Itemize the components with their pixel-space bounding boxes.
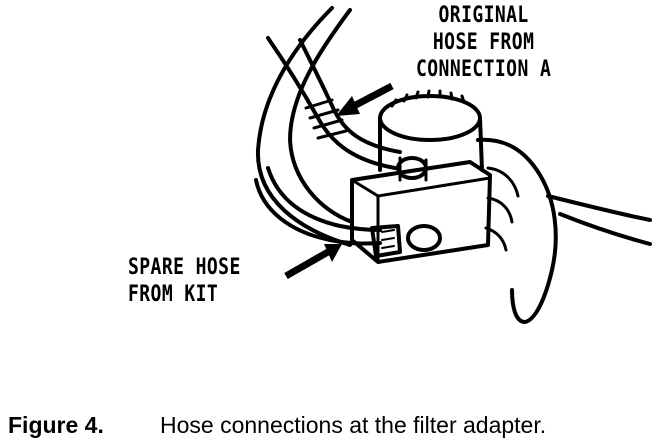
spare-hose-arrow: [284, 244, 342, 280]
caption-text: Hose connections at the filter adapter.: [160, 412, 547, 438]
callout-line-1: SPARE HOSE: [128, 255, 241, 280]
spare-hose-callout: SPARE HOSE FROM KIT: [128, 254, 241, 308]
figure-caption: Figure 4. Hose connections at the filter …: [8, 411, 546, 439]
original-hose-arrow: [336, 82, 394, 116]
callout-line-3: CONNECTION A: [416, 57, 552, 82]
hose-connection-illustration: [254, 6, 652, 324]
figure-label: Figure 4.: [8, 412, 104, 438]
callout-line-1: ORIGINAL: [438, 3, 529, 28]
callout-line-2: FROM KIT: [128, 282, 219, 307]
original-hose-callout: ORIGINAL HOSE FROM CONNECTION A: [416, 2, 551, 83]
callout-line-2: HOSE FROM: [432, 30, 535, 55]
